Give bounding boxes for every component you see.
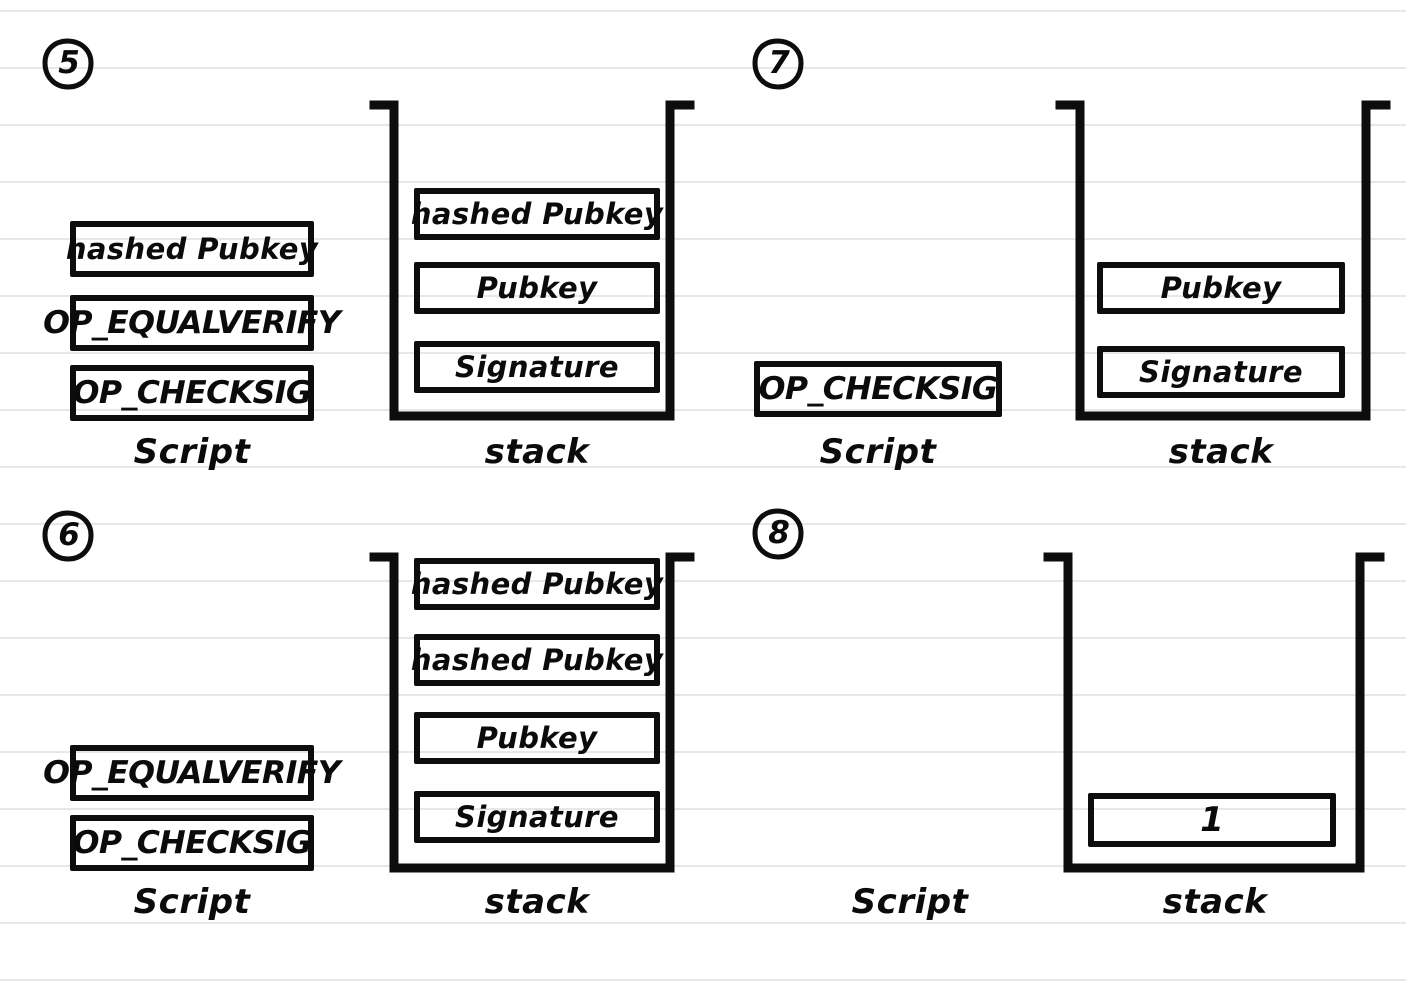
script-column-caption: Script bbox=[851, 882, 969, 922]
stack-item-box[interactable]: Pubkey bbox=[414, 712, 660, 764]
stack-column-caption: stack bbox=[1162, 882, 1268, 922]
stack-container-bracket bbox=[1055, 100, 1391, 422]
stack-item-label: 1 bbox=[1200, 800, 1224, 840]
stack-item-box[interactable]: 1 bbox=[1088, 793, 1336, 847]
script-item-box[interactable]: OP_CHECKSIG bbox=[70, 815, 314, 871]
step-number-badge-5: 5 bbox=[42, 38, 94, 90]
circle-annotation-icon bbox=[752, 38, 804, 90]
stack-item-box[interactable]: hashed Pubkey bbox=[410, 558, 664, 610]
script-item-box[interactable]: hashed Pubkey bbox=[66, 221, 318, 277]
script-item-box[interactable]: OP_CHECKSIG bbox=[754, 361, 1002, 417]
script-item-label: OP_CHECKSIG bbox=[72, 824, 312, 861]
script-item-label: hashed Pubkey bbox=[65, 231, 319, 266]
stack-container-bracket bbox=[369, 552, 695, 874]
stack-column-caption: stack bbox=[484, 882, 590, 922]
stack-container-bracket bbox=[369, 100, 695, 422]
script-column-caption: Script bbox=[819, 432, 937, 472]
stack-item-label: hashed Pubkey bbox=[410, 566, 664, 601]
script-column-caption: Script bbox=[133, 432, 251, 472]
stack-item-label: Signature bbox=[455, 799, 619, 834]
script-item-label: OP_CHECKSIG bbox=[758, 370, 998, 407]
rule-line bbox=[0, 523, 1406, 525]
step-number-5-text: 5 bbox=[58, 44, 80, 81]
stack-column-caption: stack bbox=[484, 432, 590, 472]
circle-annotation-icon bbox=[752, 508, 804, 560]
step-number-badge-7: 7 bbox=[752, 38, 804, 90]
stack-item-label: Pubkey bbox=[476, 270, 598, 305]
stack-item-label: Pubkey bbox=[476, 720, 598, 755]
stack-item-label: Pubkey bbox=[1160, 270, 1282, 305]
stack-item-box[interactable]: Signature bbox=[414, 341, 660, 393]
stack-container-bracket bbox=[1043, 552, 1385, 874]
step-number-8-text: 8 bbox=[768, 514, 790, 551]
rule-line bbox=[0, 979, 1406, 981]
step-number-badge-8: 8 bbox=[752, 508, 804, 560]
circle-annotation-icon bbox=[42, 38, 94, 90]
rule-line bbox=[0, 67, 1406, 69]
rule-line bbox=[0, 10, 1406, 12]
stack-item-box[interactable]: Signature bbox=[414, 791, 660, 843]
stack-item-box[interactable]: Signature bbox=[1097, 346, 1345, 398]
stack-column-caption: stack bbox=[1168, 432, 1274, 472]
stack-item-label: Signature bbox=[455, 349, 619, 384]
script-item-box[interactable]: OP_CHECKSIG bbox=[70, 365, 314, 421]
script-item-label: OP_EQUALVERIFY bbox=[43, 304, 342, 341]
script-item-box[interactable]: OP_EQUALVERIFY bbox=[44, 295, 341, 351]
stack-item-box[interactable]: Pubkey bbox=[1097, 262, 1345, 314]
stack-item-label: Signature bbox=[1139, 354, 1303, 389]
script-item-box[interactable]: OP_EQUALVERIFY bbox=[44, 745, 341, 801]
step-number-7-text: 7 bbox=[768, 44, 790, 81]
script-item-label: OP_EQUALVERIFY bbox=[43, 754, 342, 791]
stack-item-label: hashed Pubkey bbox=[410, 642, 664, 677]
rule-line bbox=[0, 922, 1406, 924]
stack-item-label: hashed Pubkey bbox=[410, 196, 664, 231]
step-number-6-text: 6 bbox=[58, 516, 80, 553]
stack-item-box[interactable]: Pubkey bbox=[414, 262, 660, 314]
stack-item-box[interactable]: hashed Pubkey bbox=[410, 188, 664, 240]
script-column-caption: Script bbox=[133, 882, 251, 922]
step-number-badge-6: 6 bbox=[42, 510, 94, 562]
script-item-label: OP_CHECKSIG bbox=[72, 374, 312, 411]
